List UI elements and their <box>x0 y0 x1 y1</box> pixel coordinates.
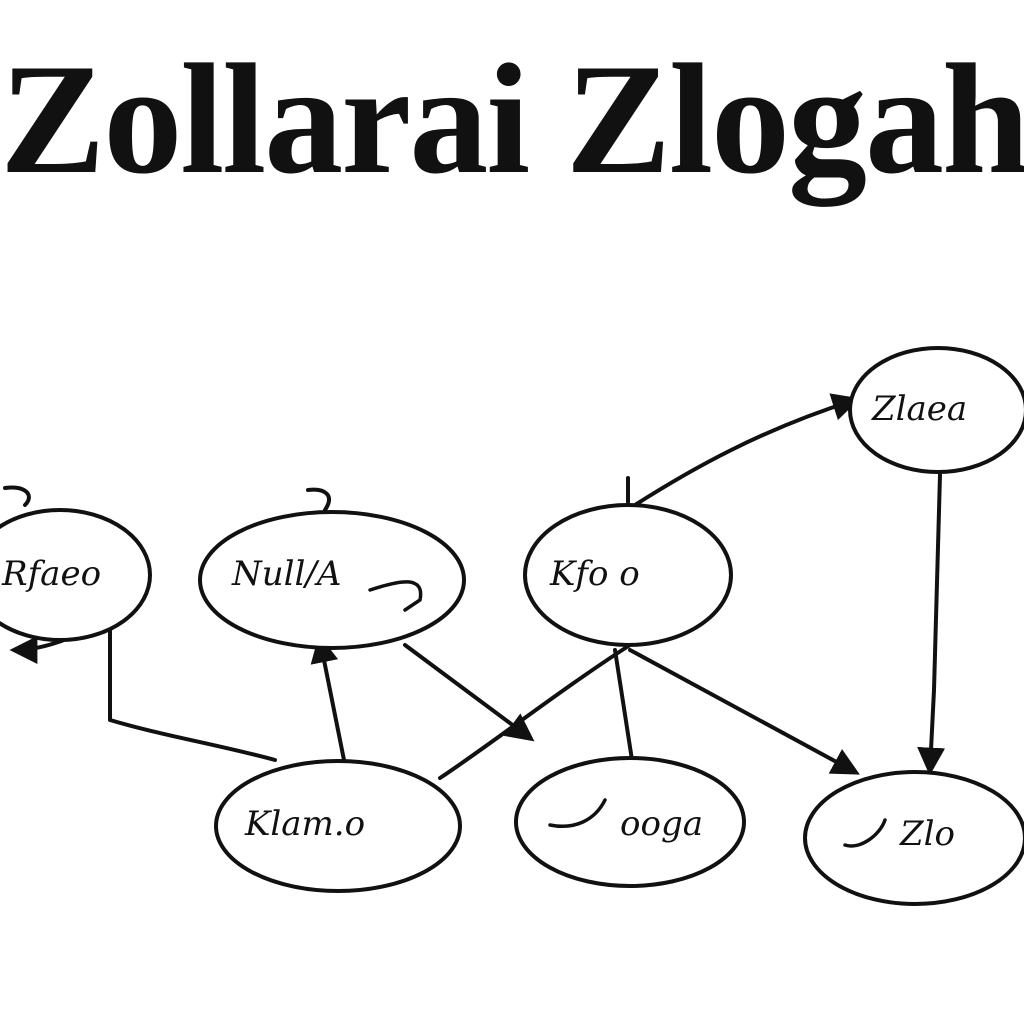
node-n1: Rfaeo <box>0 508 152 642</box>
edge-n5-n3 <box>438 643 632 780</box>
node-n6: ooga <box>514 756 746 888</box>
node-n4: Zlaea <box>848 346 1024 474</box>
node-label: Zlo <box>899 814 955 854</box>
node-label: ooga <box>620 804 703 844</box>
edge-n2-n6 <box>403 643 535 742</box>
node-label: Rfaeo <box>1 554 101 594</box>
edge-n3-n6 <box>613 648 634 762</box>
node-n2: Null/A <box>198 510 466 650</box>
edge-n1-n5 <box>108 628 277 762</box>
edge-n4-n7 <box>917 473 946 776</box>
node-label: Kfo o <box>549 554 640 594</box>
node-n7: Zlo <box>803 770 1024 906</box>
edge-n3-n4 <box>633 393 861 507</box>
node-n5: Klam.o <box>214 759 462 893</box>
node-squiggle <box>843 818 887 848</box>
edge-n3-n7 <box>628 648 860 775</box>
edges <box>3 393 946 780</box>
node-label: Null/A <box>231 554 341 594</box>
hook-n2 <box>306 487 331 512</box>
node-label: Klam.o <box>244 804 365 844</box>
hook-n1 <box>3 485 31 507</box>
node-squiggle <box>368 580 423 612</box>
edge-n5-n2 <box>310 634 347 767</box>
node-n3: Kfo o <box>523 503 733 647</box>
node-label: Zlaea <box>871 389 967 429</box>
diagram-title: Zollarai Zlogah <box>0 32 1024 207</box>
node-squiggle <box>548 798 607 828</box>
